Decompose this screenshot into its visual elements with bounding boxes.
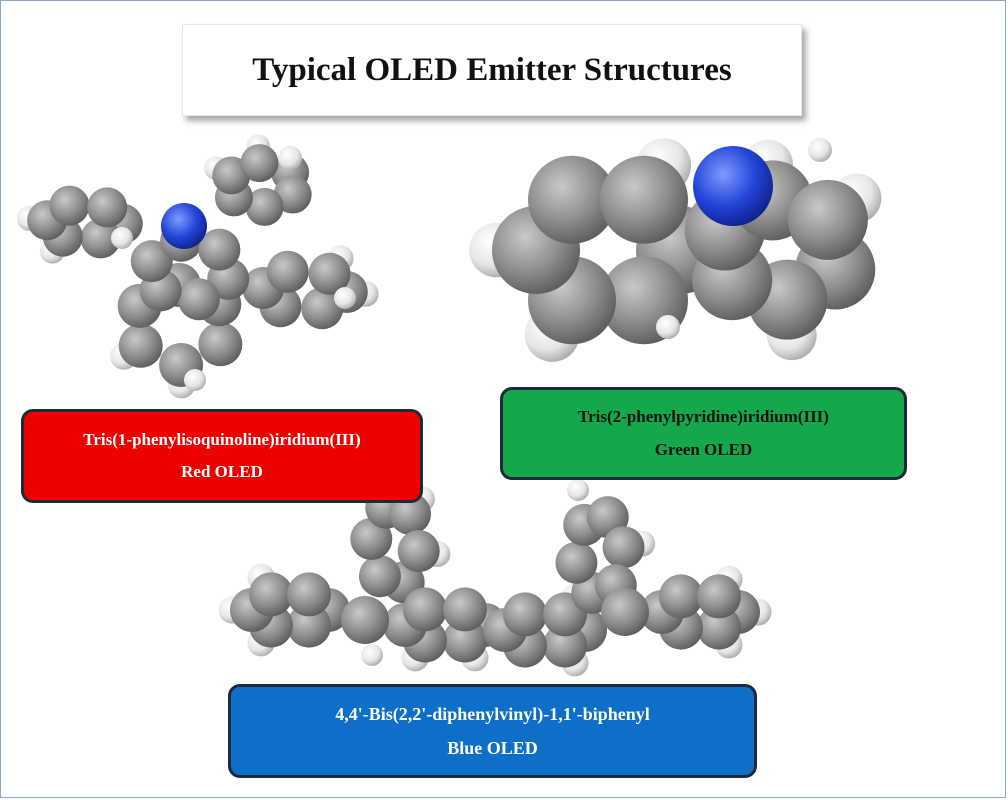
blue-label-box: 4,4'-Bis(2,2'-diphenylvinyl)-1,1'-biphen… bbox=[228, 684, 757, 778]
red-molecule-name: Tris(1-phenylisoquinoline)iridium(III) bbox=[83, 430, 361, 449]
nitrogen-atom bbox=[693, 146, 773, 226]
carbon-atom bbox=[600, 155, 688, 244]
carbon-atom bbox=[266, 250, 309, 293]
carbon-atom bbox=[602, 526, 645, 569]
hydrogen-atom bbox=[111, 227, 133, 249]
carbon-atom bbox=[358, 555, 401, 598]
hydrogen-atom bbox=[808, 138, 832, 162]
carbon-atom bbox=[443, 587, 487, 632]
carbon-atom bbox=[80, 218, 121, 259]
hydrogen-atom bbox=[278, 146, 302, 170]
hydrogen-atom bbox=[334, 287, 356, 309]
green-label-box: Tris(2-phenylpyridine)iridium(III) Green… bbox=[500, 387, 907, 480]
carbon-atom bbox=[697, 574, 741, 619]
blue-oled-label: Blue OLED bbox=[447, 737, 538, 758]
carbon-atom bbox=[240, 144, 279, 183]
carbon-atom bbox=[397, 530, 440, 573]
carbon-atom bbox=[301, 287, 344, 330]
blue-emitter-model bbox=[218, 479, 772, 677]
blue-molecule-name: 4,4'-Bis(2,2'-diphenylvinyl)-1,1'-biphen… bbox=[335, 703, 650, 724]
red-label-box: Tris(1-phenylisoquinoline)iridium(III) R… bbox=[21, 409, 423, 503]
carbon-atom bbox=[87, 187, 128, 228]
carbon-atom bbox=[177, 278, 220, 321]
carbon-atom bbox=[659, 574, 703, 619]
hydrogen-atom bbox=[361, 644, 383, 666]
green-oled-label: Green OLED bbox=[654, 440, 753, 460]
carbon-atom bbox=[555, 541, 598, 584]
carbon-atom bbox=[198, 322, 243, 367]
red-oled-label: Red OLED bbox=[181, 462, 263, 481]
carbon-atom bbox=[389, 492, 432, 535]
carbon-atom bbox=[308, 252, 351, 295]
hydrogen-atom bbox=[567, 479, 589, 501]
carbon-atom bbox=[697, 605, 741, 650]
carbon-atom bbox=[49, 185, 90, 226]
title-box: Typical OLED Emitter Structures bbox=[182, 24, 802, 116]
carbon-atom bbox=[787, 179, 868, 260]
hydrogen-atom bbox=[184, 369, 206, 391]
page-title: Typical OLED Emitter Structures bbox=[252, 51, 732, 88]
carbon-atom bbox=[287, 603, 331, 648]
hydrogen-atom bbox=[656, 315, 680, 339]
red-emitter-model bbox=[16, 134, 379, 399]
nitrogen-atom bbox=[161, 203, 207, 249]
carbon-atom bbox=[601, 588, 649, 636]
carbon-atom bbox=[543, 623, 587, 668]
carbon-atom bbox=[403, 587, 447, 632]
carbon-atom bbox=[287, 572, 331, 617]
carbon-atom bbox=[249, 572, 293, 617]
carbon-atom bbox=[350, 517, 393, 560]
carbon-atom bbox=[198, 228, 241, 271]
carbon-atom bbox=[245, 187, 284, 226]
green-molecule-name: Tris(2-phenylpyridine)iridium(III) bbox=[578, 406, 829, 426]
carbon-atom bbox=[443, 618, 487, 663]
carbon-atom bbox=[341, 596, 389, 644]
carbon-atom bbox=[130, 240, 173, 283]
carbon-atom bbox=[528, 155, 616, 244]
green-emitter-model bbox=[469, 138, 882, 362]
carbon-atom bbox=[118, 323, 163, 368]
carbon-atom bbox=[503, 592, 547, 637]
